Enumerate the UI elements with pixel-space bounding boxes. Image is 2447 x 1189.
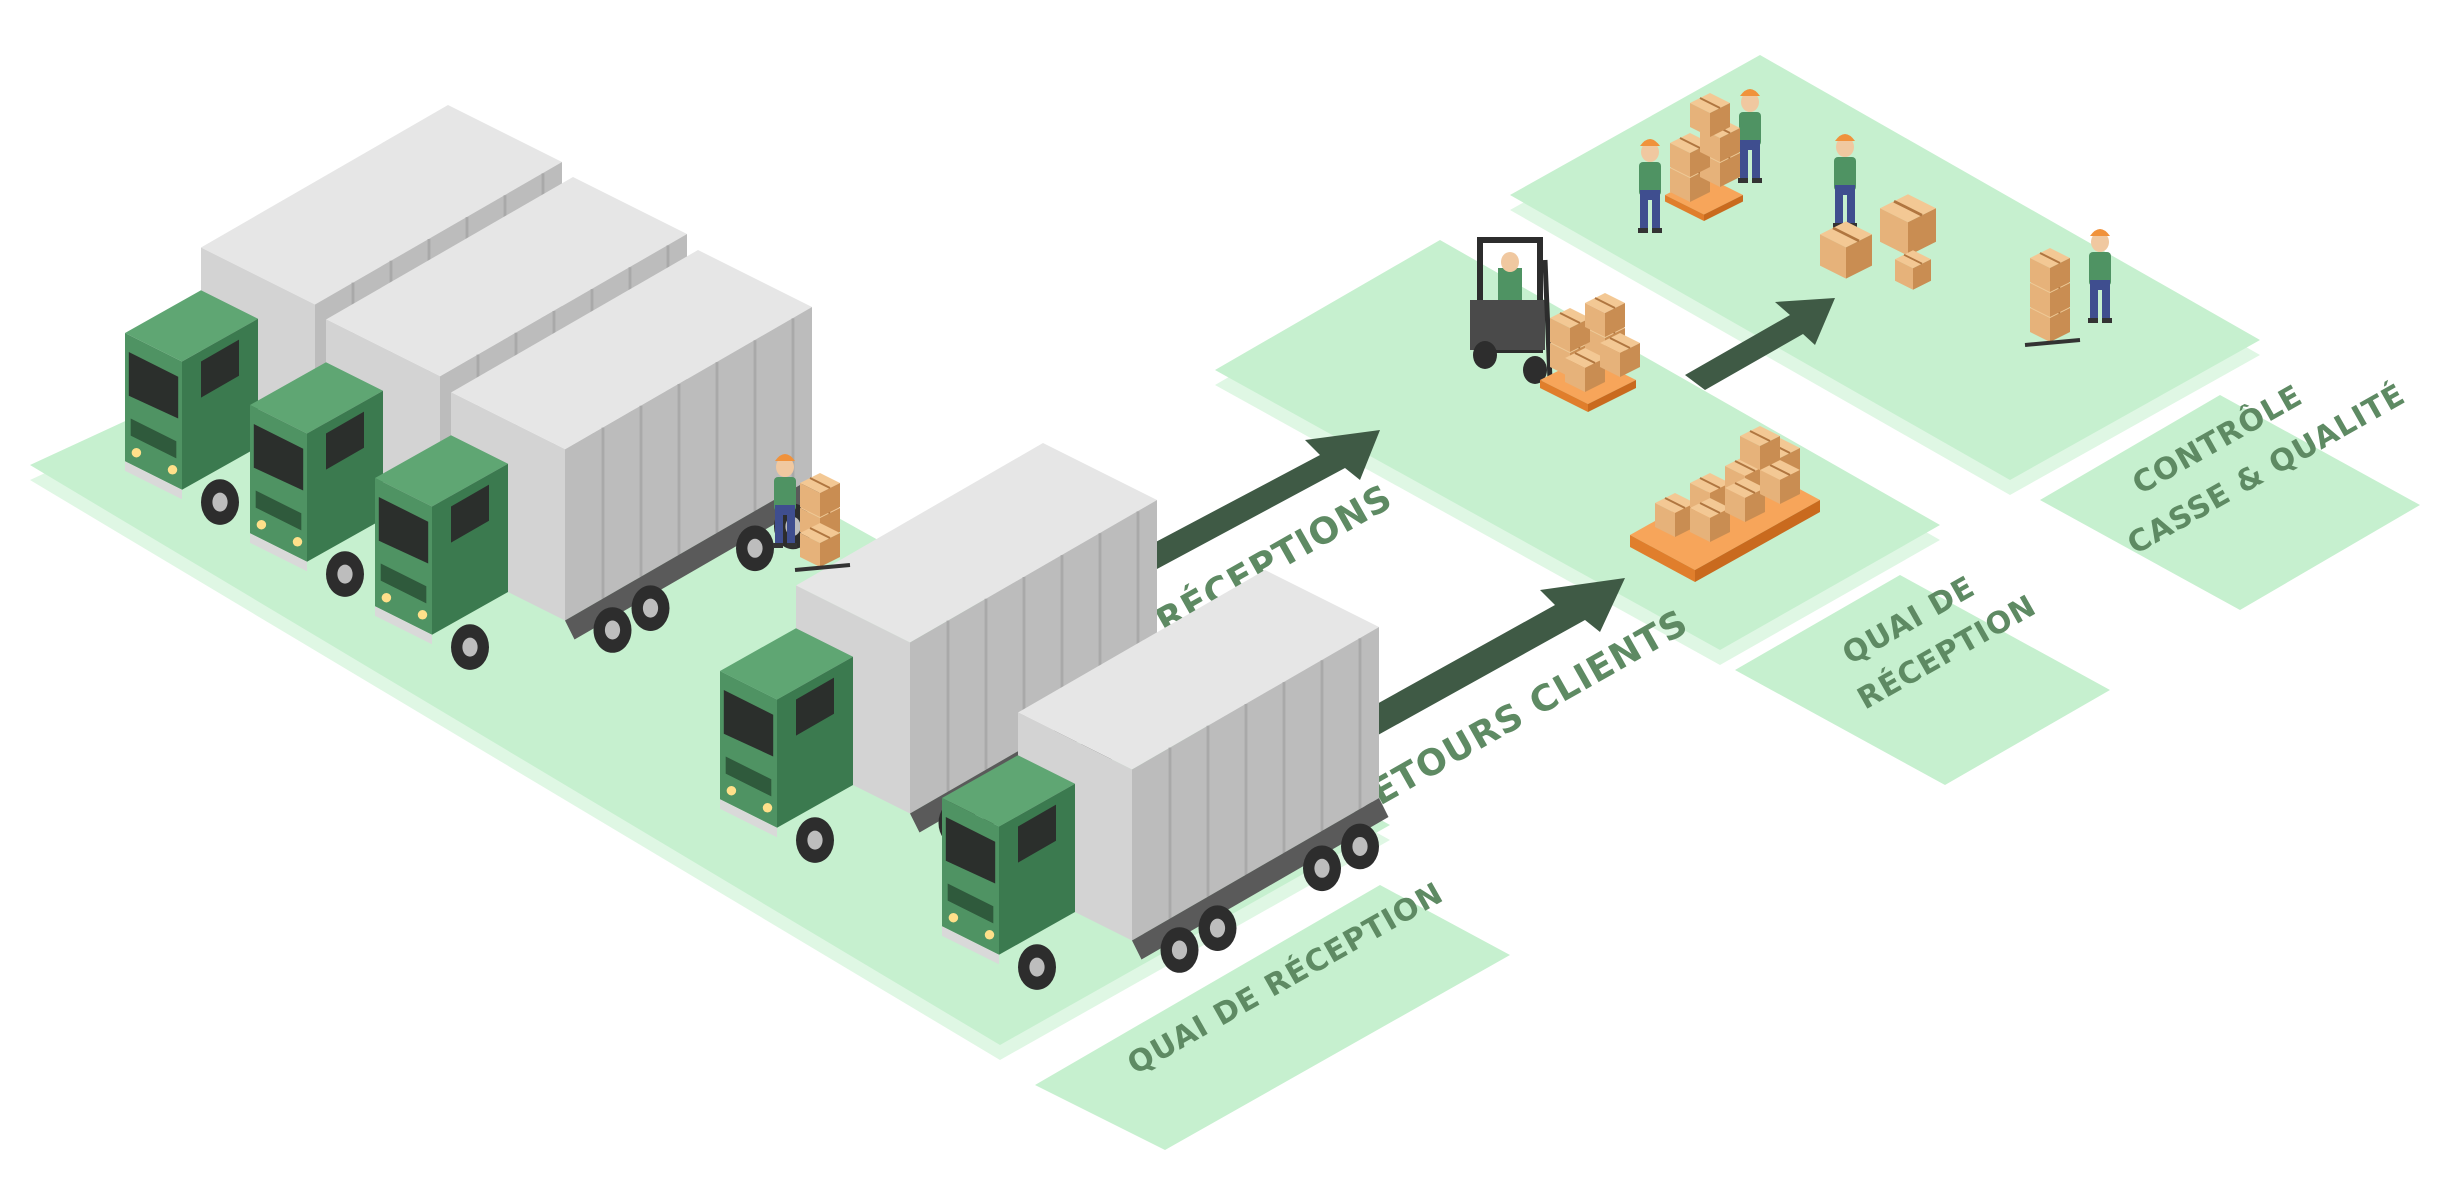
forklift-icon xyxy=(1470,237,1553,384)
control-arrow-icon xyxy=(1685,298,1835,390)
reception-platform xyxy=(1215,240,1940,665)
box-stack-icon xyxy=(2024,247,2081,347)
box-stack-icon xyxy=(794,472,851,572)
